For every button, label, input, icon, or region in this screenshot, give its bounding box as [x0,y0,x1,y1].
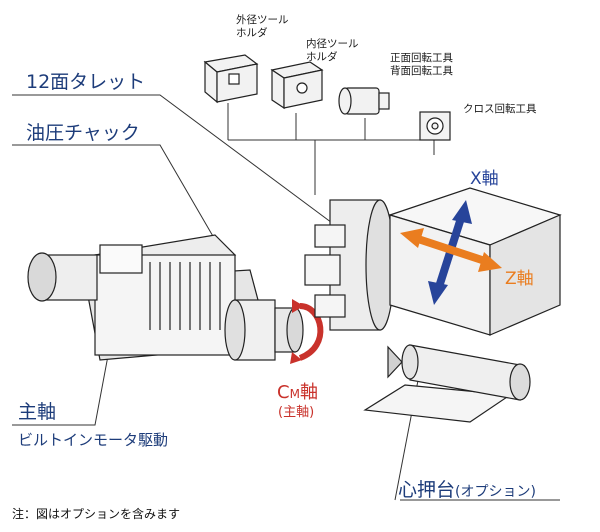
label-z-axis: Z軸 [505,269,534,289]
motor-end [27,252,98,302]
footnote: 注：図はオプションを含みます [12,507,181,521]
tailstock-text: 心押台 [398,479,456,501]
label-chuck: 油圧チャック [26,122,140,144]
cm-axis-arrowhead-bottom [290,352,302,364]
cm-axis-suffix: 軸 [299,382,318,403]
tailstock [363,344,531,423]
label-cm-axis: CM軸 [277,383,318,403]
label-x-axis: X軸 [470,169,499,189]
cm-axis-arrowhead-top [292,299,304,313]
tool-id-holder [270,61,324,110]
label-cm-axis-note: (主軸) [278,405,315,420]
tool-label-id-holder: 内径ツール ホルダ [306,38,359,64]
tool-od-holder [203,54,259,104]
tool-label-cross-rotary: クロス回転工具 [463,103,537,115]
turret [304,199,395,331]
label-tailstock: 心押台(オプション) [398,480,536,501]
tool-face-rotary [338,87,390,115]
tool-cross-rotary [419,111,451,141]
hydraulic-chuck [224,299,304,361]
tool-label-face-rotary: 正面回転工具 背面回転工具 [390,52,453,78]
label-spindle-drive: ビルトインモータ駆動 [18,431,169,449]
cm-axis-arrow [298,303,324,361]
cm-axis-m: M [289,387,300,401]
label-turret: 12面タレット [26,71,146,93]
tool-label-od-holder: 外径ツール ホルダ [236,14,289,40]
tailstock-option-text: (オプション) [455,484,536,500]
cm-axis-c: C [277,382,290,403]
label-spindle: 主軸 [18,401,57,423]
z-axis-arrow [400,228,502,272]
leader-lines [12,94,560,501]
